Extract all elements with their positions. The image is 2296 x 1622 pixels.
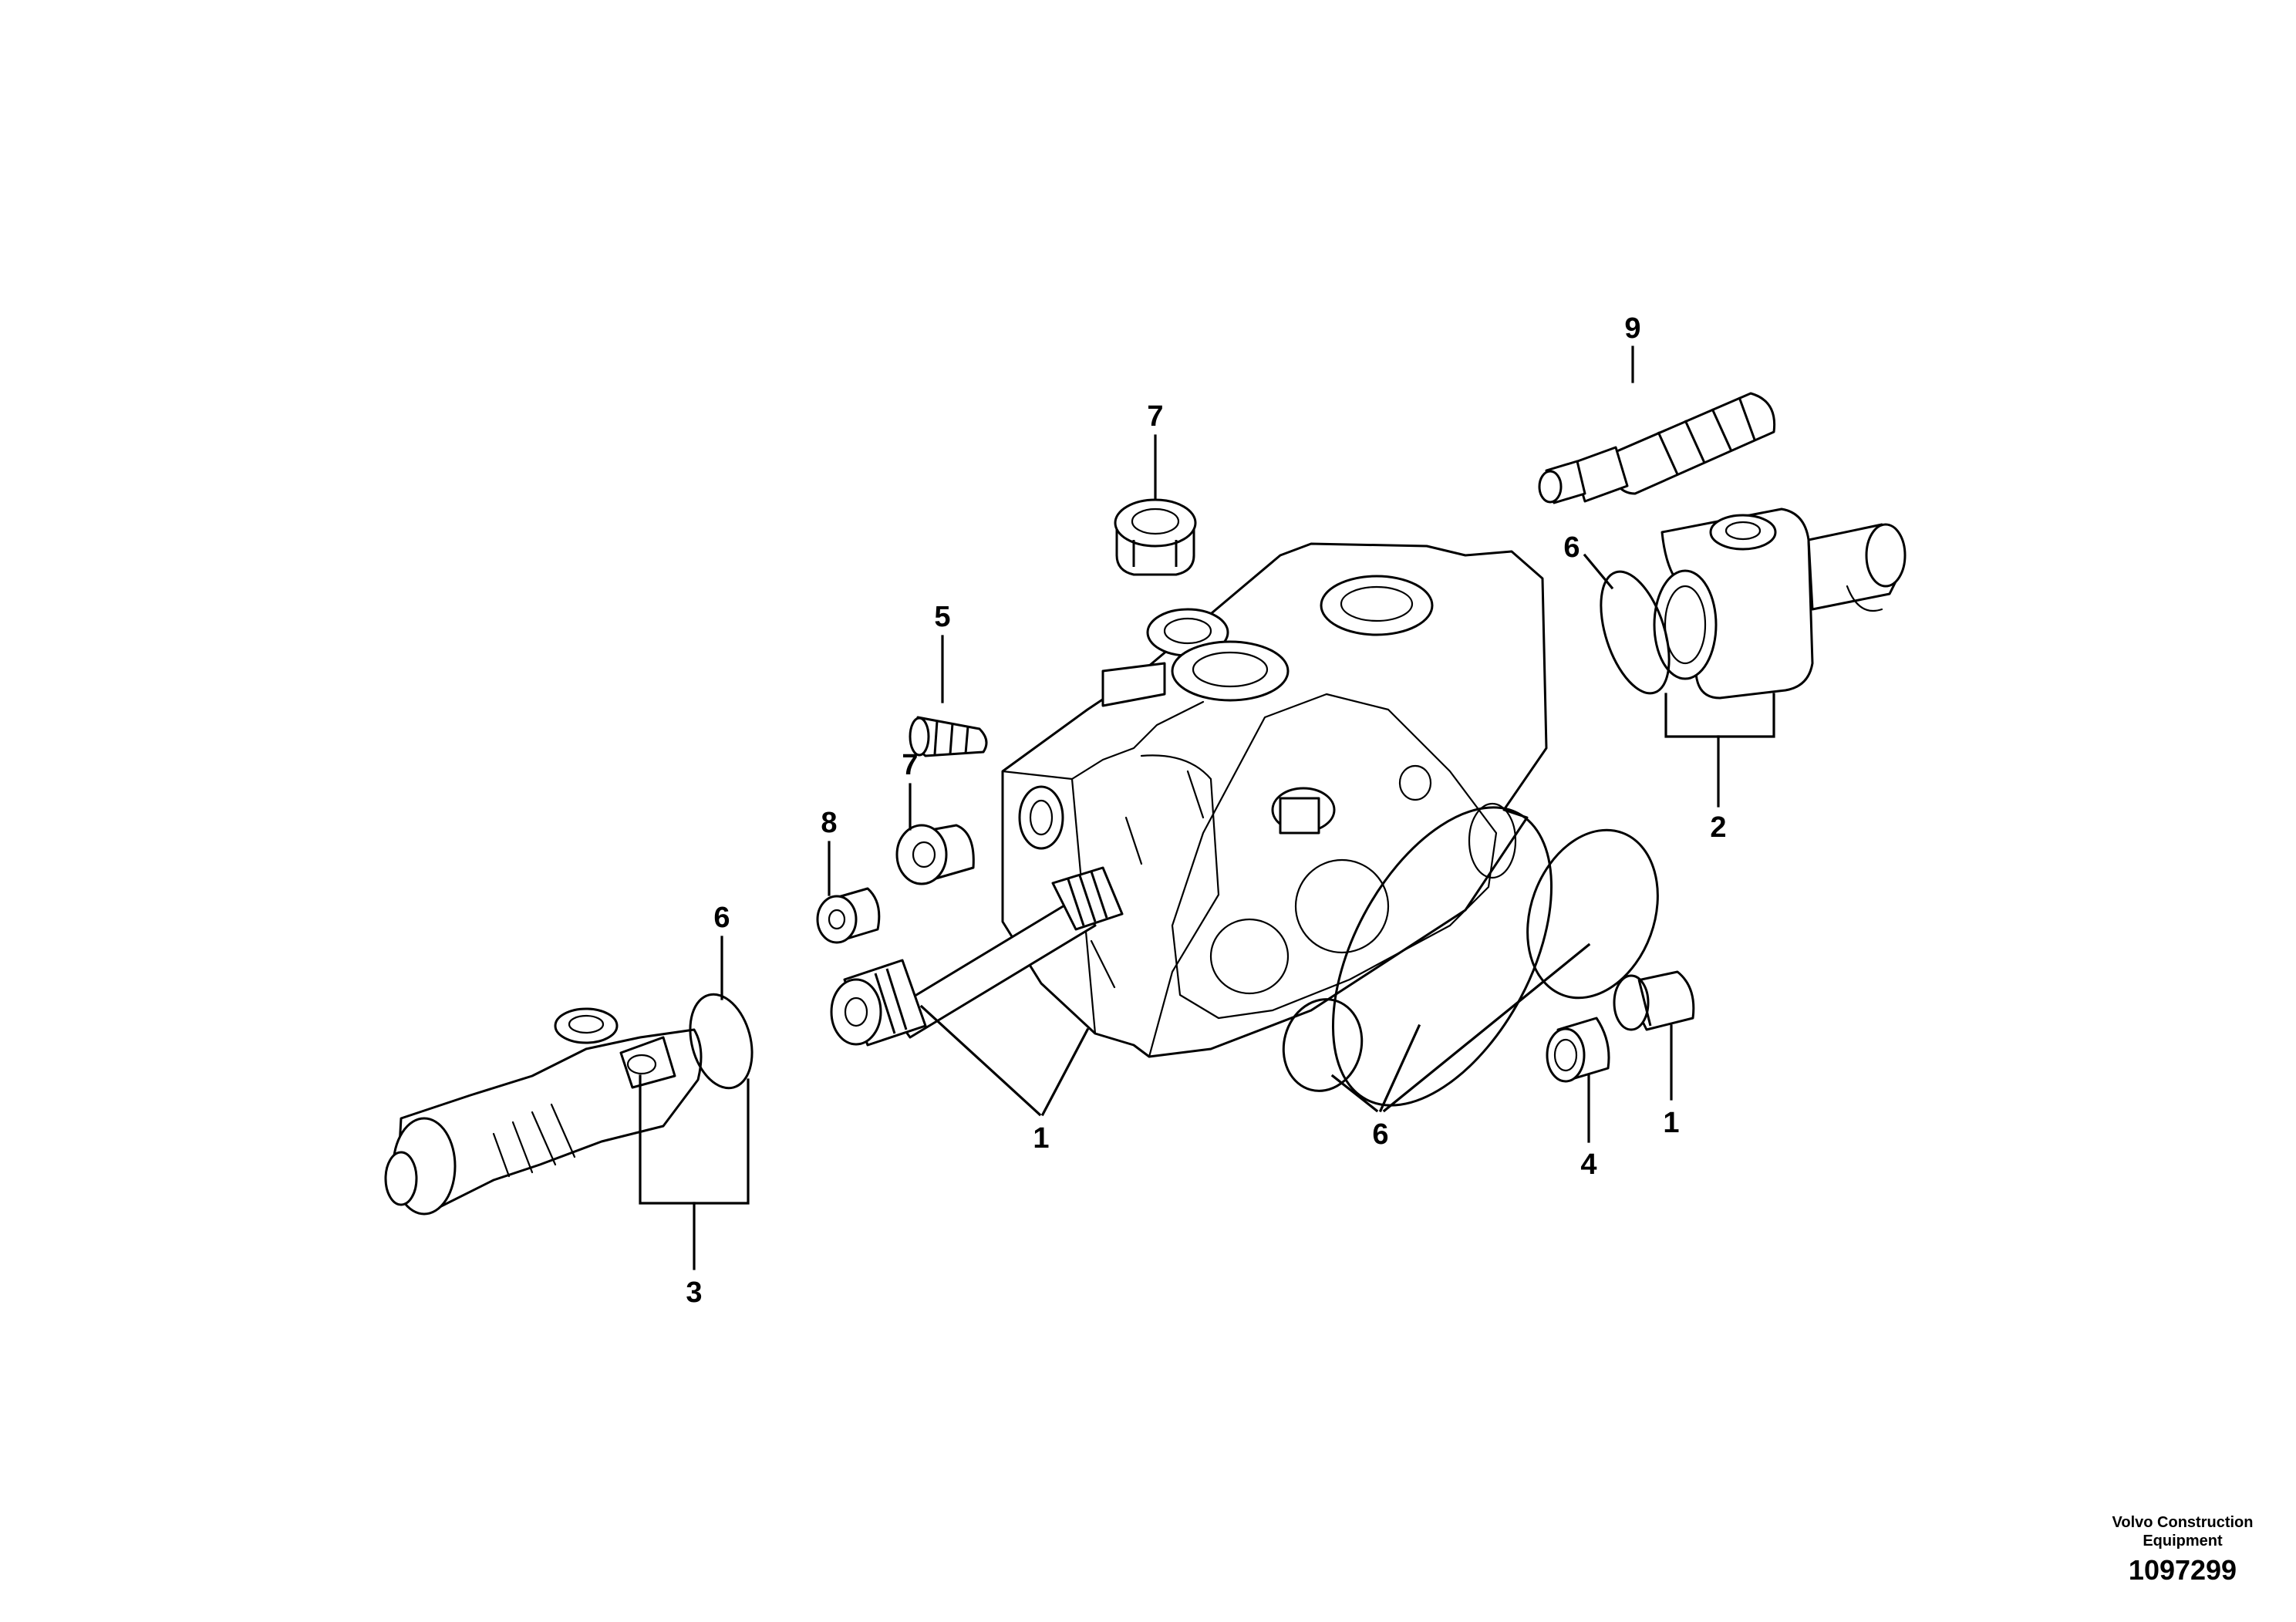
callout-labels: 9 7 6 5 7 8 6 2 1 6 4 1 3 [686, 312, 1726, 1309]
callout-5: 5 [934, 601, 950, 633]
callout-9: 9 [1624, 312, 1640, 345]
callout-7-top: 7 [1147, 400, 1163, 433]
callout-8: 8 [821, 807, 837, 839]
part-plug-top [1114, 498, 1197, 576]
drawing-number: 1097299 [2128, 1554, 2237, 1586]
leader-lines [639, 346, 1775, 1270]
callout-1-right: 1 [1663, 1107, 1679, 1139]
part-plug-middle [895, 824, 975, 885]
drawing-credit-block: Volvo Construction Equipment 1097299 [2082, 1513, 2283, 1587]
part-spool [830, 866, 1124, 1047]
company-name-line2: Equipment [2143, 1533, 2223, 1549]
part-valve-body [1001, 542, 1548, 1058]
company-name-line1: Volvo Construction [2112, 1514, 2254, 1531]
part-plug-right [1613, 970, 1695, 1031]
part-end-cap-left [384, 1007, 703, 1216]
part-cartridge-valve [1538, 392, 1776, 504]
callout-6-left: 6 [713, 902, 730, 934]
callout-3: 3 [686, 1276, 702, 1309]
o-ring-group-center [1282, 806, 1659, 1107]
callout-7-middle: 7 [902, 749, 918, 781]
callout-1-left: 1 [1033, 1122, 1049, 1155]
callout-4: 4 [1580, 1148, 1596, 1181]
o-ring-right [1600, 570, 1671, 695]
o-ring-left [689, 993, 754, 1090]
part-plug-4 [1546, 1017, 1610, 1083]
callout-6-right: 6 [1563, 531, 1580, 564]
part-plug-small-left [816, 887, 881, 944]
callout-6-center: 6 [1372, 1118, 1388, 1151]
part-end-cap-right [1653, 508, 1907, 700]
callout-2: 2 [1710, 811, 1726, 844]
part-small-plug [909, 716, 988, 757]
